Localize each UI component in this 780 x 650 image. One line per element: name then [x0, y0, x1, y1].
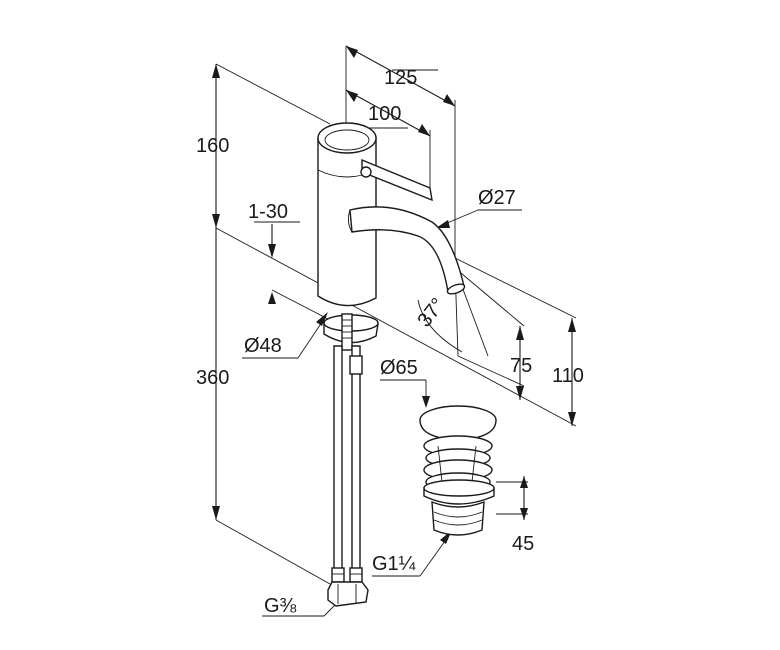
- dimension-labels: 160 360 1-30 125 100 Ø27 Ø48 37° 75 110 …: [196, 67, 584, 617]
- dim-100: 100: [368, 103, 401, 125]
- dim-75: 75: [510, 355, 532, 377]
- faucet: [317, 122, 466, 607]
- dim-1-30: 1-30: [248, 201, 288, 223]
- dim-diameter-65: Ø65: [380, 357, 418, 379]
- dim-125: 125: [384, 67, 417, 89]
- dimension-lines: [212, 45, 577, 617]
- dim-360: 360: [196, 367, 229, 389]
- dim-thread-g1-1-4: G1¼: [372, 553, 416, 575]
- dim-160: 160: [196, 135, 229, 157]
- dim-110: 110: [552, 365, 584, 387]
- dim-45: 45: [512, 533, 534, 555]
- dim-diameter-48: Ø48: [244, 335, 282, 357]
- dim-diameter-27: Ø27: [478, 187, 516, 209]
- drain: [419, 405, 497, 536]
- dim-thread-g3-8: G⅜: [264, 595, 297, 617]
- dim-angle-37: 37°: [414, 294, 450, 331]
